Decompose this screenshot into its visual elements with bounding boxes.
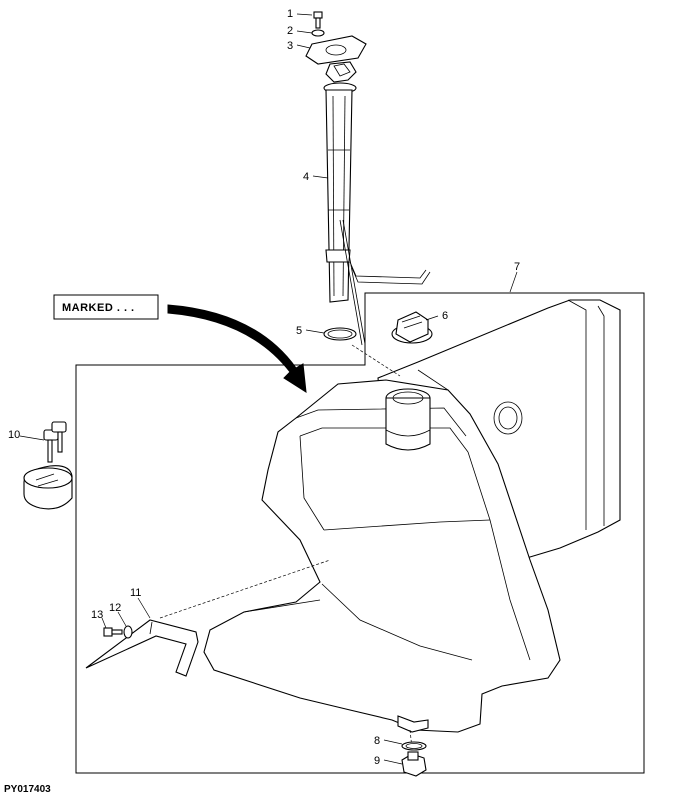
leader-9 bbox=[383, 759, 403, 765]
leader-4 bbox=[312, 175, 329, 179]
bolt-13 bbox=[103, 627, 123, 637]
callout-1: 1 bbox=[287, 8, 293, 20]
fuel-sender-assembly bbox=[305, 11, 431, 346]
assembly-line-sender bbox=[351, 344, 401, 377]
callout-12: 12 bbox=[109, 602, 121, 614]
drain-plug-9 bbox=[401, 751, 427, 777]
callout-11: 11 bbox=[130, 587, 141, 599]
bolt-1 bbox=[313, 11, 323, 29]
washer-12 bbox=[123, 625, 133, 639]
leader-5 bbox=[305, 329, 325, 334]
tank-detail-frame bbox=[75, 292, 645, 774]
gasket-plate-3 bbox=[305, 35, 367, 65]
leader-10 bbox=[19, 435, 45, 441]
leader-1 bbox=[296, 13, 313, 16]
callout-6: 6 bbox=[442, 310, 448, 322]
callout-8: 8 bbox=[374, 735, 380, 747]
fuel-tank-7 bbox=[203, 299, 621, 733]
washer-2 bbox=[311, 29, 325, 37]
mounting-bracket-11 bbox=[85, 619, 199, 677]
leader-6 bbox=[425, 315, 439, 321]
leader-13 bbox=[101, 617, 107, 629]
sender-tube-4 bbox=[325, 89, 353, 303]
callout-10: 10 bbox=[8, 429, 20, 441]
callout-13: 13 bbox=[91, 609, 103, 621]
leader-3 bbox=[296, 44, 311, 49]
callout-7: 7 bbox=[514, 261, 520, 273]
leader-7 bbox=[509, 271, 518, 293]
callout-4: 4 bbox=[303, 171, 309, 183]
callout-3: 3 bbox=[287, 40, 293, 52]
callout-9: 9 bbox=[374, 755, 380, 767]
callout-5: 5 bbox=[296, 325, 302, 337]
leader-11 bbox=[137, 597, 151, 619]
marked-label: MARKED . . . bbox=[62, 302, 135, 314]
tank-cap-6 bbox=[391, 311, 433, 344]
callout-2: 2 bbox=[287, 25, 293, 37]
leader-2 bbox=[296, 30, 313, 34]
locking-cap-10 bbox=[23, 421, 73, 510]
leader-12 bbox=[117, 611, 127, 627]
marked-label-box bbox=[53, 294, 159, 320]
figure-id: PY017403 bbox=[4, 784, 51, 795]
marked-arrow bbox=[167, 304, 307, 393]
leader-8 bbox=[383, 739, 403, 745]
